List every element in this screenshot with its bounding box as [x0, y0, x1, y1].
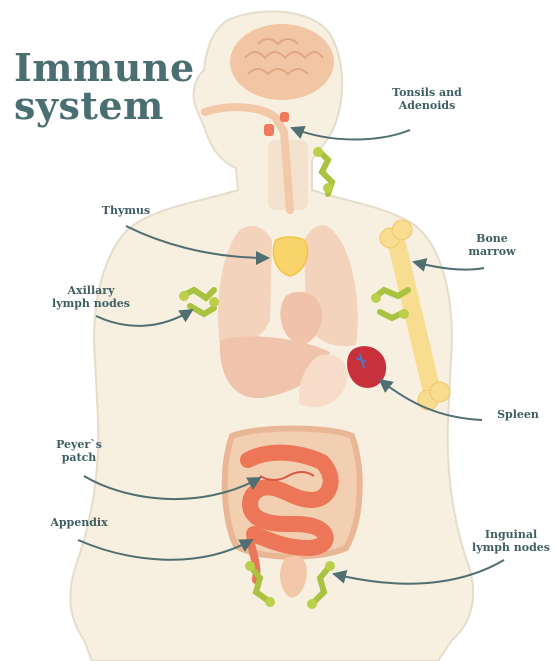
- label-bone-marrow-line1: Bone: [462, 232, 522, 245]
- label-spleen: Spleen: [488, 408, 548, 421]
- label-axillary-line2: lymph nodes: [46, 297, 136, 310]
- brain: [230, 24, 334, 100]
- label-axillary: Axillary lymph nodes: [46, 284, 136, 310]
- label-axillary-line1: Axillary: [46, 284, 136, 297]
- label-inguinal: Inguinal lymph nodes: [468, 528, 554, 554]
- label-tonsils-line2: Adenoids: [382, 99, 472, 112]
- tonsils-shape: [264, 124, 274, 136]
- label-thymus: Thymus: [96, 204, 156, 217]
- title-line-2: system: [14, 86, 164, 126]
- label-tonsils-line1: Tonsils and: [382, 86, 472, 99]
- title-line-1: Immune: [14, 48, 195, 88]
- label-peyers: Peyer`s patch: [44, 438, 114, 464]
- label-bone-marrow-line2: marrow: [462, 245, 522, 258]
- label-appendix: Appendix: [44, 516, 114, 529]
- label-inguinal-line1: Inguinal: [468, 528, 554, 541]
- label-tonsils: Tonsils and Adenoids: [382, 86, 472, 112]
- label-inguinal-line2: lymph nodes: [468, 541, 554, 554]
- label-peyers-line1: Peyer`s: [44, 438, 114, 451]
- label-peyers-line2: patch: [44, 451, 114, 464]
- neck-lymph-node: [313, 147, 333, 194]
- adenoids-shape: [280, 112, 289, 122]
- label-bone-marrow: Bone marrow: [462, 232, 522, 258]
